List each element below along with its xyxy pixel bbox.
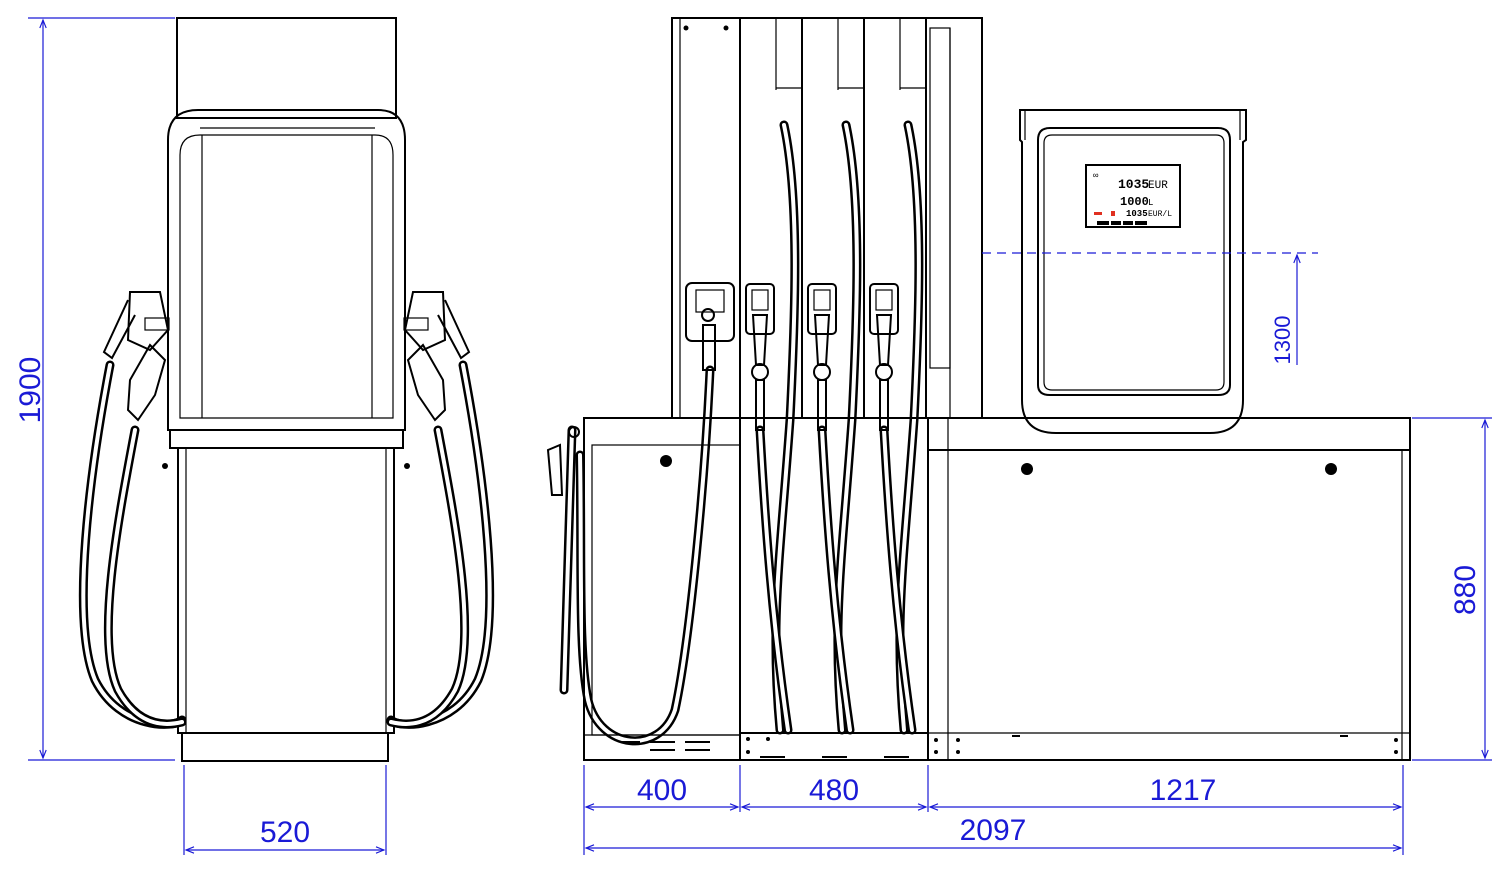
side-left-cabinet — [583, 417, 741, 761]
lcd-volume: 1000 — [1120, 195, 1149, 209]
lcd-amount: 1035 — [1118, 177, 1149, 192]
dim-segment-1: 400 — [637, 774, 687, 807]
dim-segment-2: 480 — [809, 774, 859, 807]
lcd-indicator-glyph: ∞ — [1093, 171, 1099, 181]
front-left-hoses — [78, 360, 187, 729]
display-housing — [1019, 109, 1247, 434]
nozzle-icon-3 — [869, 283, 899, 431]
front-body-cabinet — [177, 447, 395, 734]
dim-length-total: 2097 — [960, 814, 1027, 847]
nozzle-icon-2 — [807, 283, 837, 431]
side-nozzle-icon — [546, 426, 580, 496]
side-hoses — [559, 120, 924, 746]
dim-base-height: 880 — [1449, 565, 1482, 615]
front-base-plinth — [181, 732, 389, 762]
side-right-cabinet — [927, 449, 1411, 761]
nozzle-holder-icon — [685, 282, 735, 371]
side-left-column — [671, 17, 741, 419]
lcd-volume-unit: L — [1148, 198, 1153, 208]
front-right-nozzle-icon — [403, 291, 471, 422]
dim-segment-3: 1217 — [1150, 774, 1217, 807]
front-top-canopy — [176, 17, 397, 119]
front-head-housing — [167, 109, 406, 431]
front-right-hoses — [386, 360, 495, 729]
lcd-price: 1035 — [1126, 209, 1148, 219]
dim-display-height: 1300 — [1270, 316, 1295, 365]
dimension-annotations: 1900 520 1300 880 400 480 1217 2097 — [14, 17, 1492, 855]
lcd-price-unit: EUR/L — [1148, 210, 1172, 219]
side-view: ∞ 1035 EUR 1000 L 1035 EUR/L — [546, 17, 1411, 761]
nozzle-icon-1 — [745, 283, 775, 431]
front-view — [78, 17, 495, 762]
dim-height-total: 1900 — [14, 357, 47, 424]
lcd-amount-unit: EUR — [1148, 180, 1168, 192]
lcd-display: ∞ 1035 EUR 1000 L 1035 EUR/L — [1085, 164, 1181, 228]
front-left-nozzle-icon — [102, 291, 170, 422]
dim-width-front: 520 — [260, 816, 310, 849]
